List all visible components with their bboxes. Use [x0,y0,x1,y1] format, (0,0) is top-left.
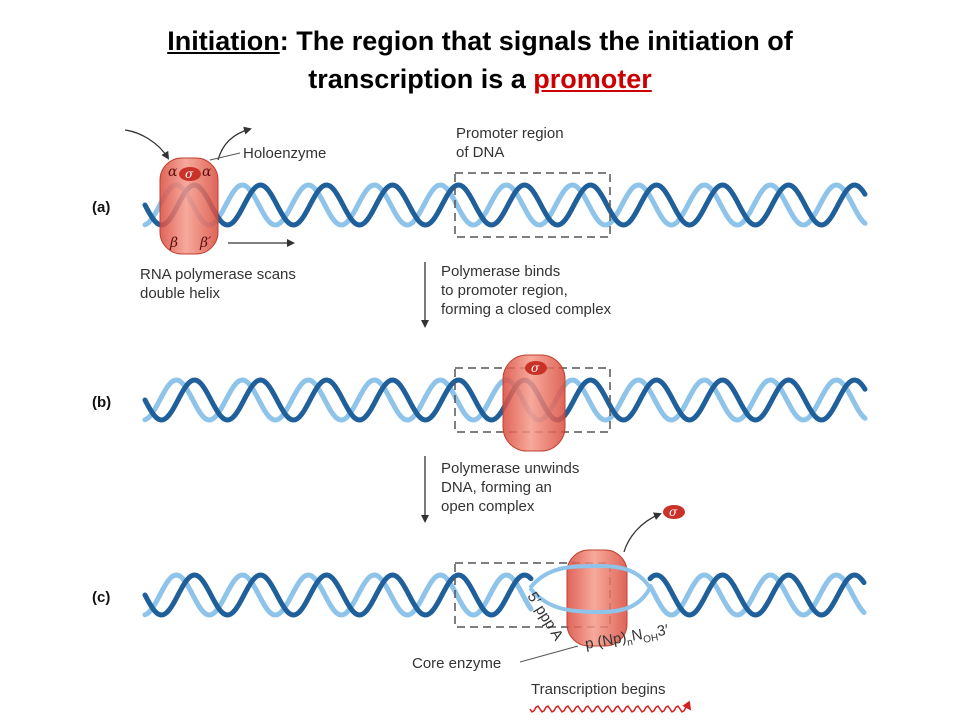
rna-5prime: 5′ ppp A [524,589,567,644]
dna-helix-c [142,572,867,618]
sigma-subunit-b [525,361,547,375]
arrow-sigma-release [623,512,662,553]
promoter-box-b [454,367,611,433]
rna-3prime: 3′ [656,622,670,641]
alpha-label-2: α [202,164,212,180]
polymerase-body-a [159,157,219,255]
dna-helix-a [142,182,868,228]
polymerase-closed-complex: σ [502,354,566,452]
title-promoter-term: promoter [533,64,652,94]
rna-transcript-arrow [529,700,692,713]
label-unwind-3: open complex [441,498,535,515]
title-initiation: Initiation [167,26,280,56]
panel-label-a: (a) [92,199,110,216]
panel-label-b: (b) [92,394,111,411]
unwound-strand-bottom [528,586,652,615]
rna-n-sub: n [626,637,633,649]
rna-oh-sub: OH [643,632,660,645]
promoter-box-a [454,172,611,238]
dna-strand-light [647,572,867,618]
dna-strand-dark [647,572,867,618]
label-scan-1: RNA polymerase scans [140,266,296,283]
beta-prime-label: β′ [199,235,212,251]
title-line-1-rest: : The region that signals the initiation… [279,26,793,56]
rna-chain-label: 5′ ppp A [524,589,567,644]
label-unwind-2: DNA, forming an [441,479,552,496]
arrow-holoenzyme-in [124,129,170,160]
label-unwind-1: Polymerase unwinds [441,460,579,477]
label-scan-2: double helix [140,285,221,302]
label-bind-3: forming a closed complex [441,301,612,318]
rna-n: N [630,626,644,645]
sigma-subunit-a [179,167,201,181]
rna-np: p (Np) [584,629,628,653]
label-core-enzyme: Core enzyme [412,655,501,672]
title-line-1: Initiation: The region that signals the … [0,22,960,60]
polymerase-body-b [502,354,566,452]
released-sigma-factor [663,505,685,519]
arrow-holoenzyme-out [217,126,252,161]
alpha-label-1: α [168,164,178,180]
label-holoenzyme: Holoenzyme [243,145,326,162]
holoenzyme-leader [209,152,241,161]
sigma-label-released: σ [669,505,678,519]
dna-strand-dark [142,182,868,228]
label-bind-2: to promoter region, [441,282,568,299]
rna-middle-label: p (Np)nNOH3′ [584,622,671,656]
holoenzyme-a: σ α α β β′ [159,157,219,255]
sigma-label-b: σ [531,361,540,375]
label-promoter-region-2: of DNA [456,144,504,161]
dna-strand-dark [142,572,534,618]
title-line-2: transcription is a promoter [0,60,960,98]
title-line-2-text: transcription is a [308,64,534,94]
panel-label-c: (c) [92,589,110,606]
polymerase-open-complex [528,549,652,647]
label-promoter-region-1: Promoter region [456,125,564,142]
beta-label: β [169,235,178,251]
core-enzyme-leader [519,645,579,663]
sigma-label-a: σ [185,167,194,181]
unwound-strand-top [528,563,652,590]
svg-text:5′ ppp A: 5′ ppp A [524,589,567,644]
label-bind-1: Polymerase binds [441,263,560,280]
core-enzyme-body [566,549,628,647]
label-transcription-begins: Transcription begins [531,681,666,698]
dna-strand-light [142,572,534,618]
page-title: Initiation: The region that signals the … [0,22,960,98]
